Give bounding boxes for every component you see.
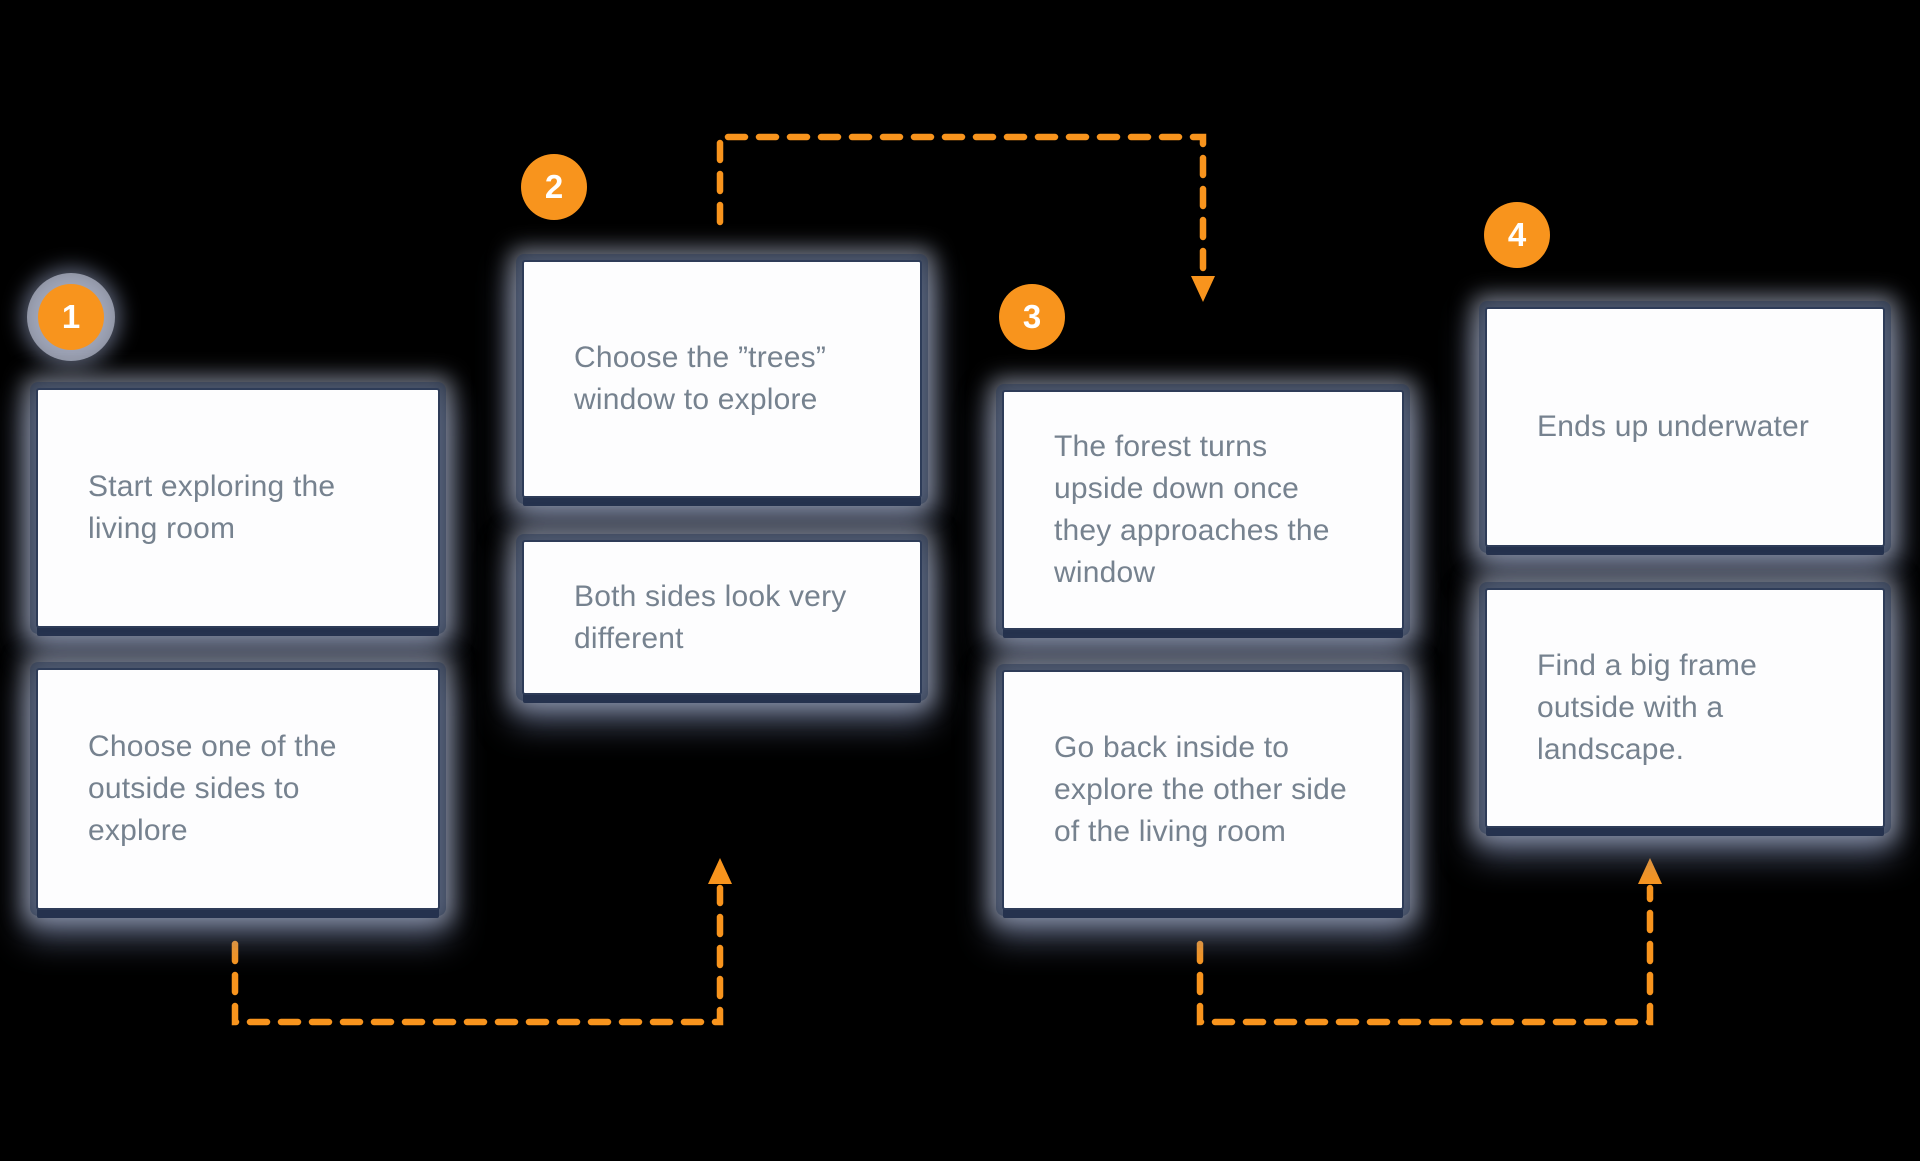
step-3-number: 3 xyxy=(1022,298,1042,335)
step-3-card-1-text: The forest turns upside down once they a… xyxy=(1054,430,1330,589)
step-2-number: 2 xyxy=(544,168,564,205)
step-3-card-2: Go back inside to explore the other side… xyxy=(1002,670,1404,910)
step-4-card-1: Ends up underwater xyxy=(1485,307,1885,547)
step-2-card-1: Choose the ”trees” window to explore xyxy=(522,260,922,498)
step-1-number: 1 xyxy=(61,298,81,335)
step-3-card-1: The forest turns upside down once they a… xyxy=(1002,390,1404,630)
step-2-card-1-text: Choose the ”trees” window to explore xyxy=(574,341,827,416)
step-4-badge: 4 xyxy=(1484,202,1550,268)
step-2-badge: 2 xyxy=(521,154,587,220)
step-4-card-2: Find a big frame outside with a landscap… xyxy=(1485,588,1885,828)
step-2-card-2: Both sides look very different xyxy=(522,540,922,695)
step-3-card-2-text: Go back inside to explore the other side… xyxy=(1054,731,1347,848)
arrow-down-icon xyxy=(1191,276,1215,302)
step-2-card-2-text: Both sides look very different xyxy=(574,579,847,655)
arrow-up-icon xyxy=(1638,858,1662,884)
step-1-card-1: Start exploring the living room xyxy=(36,388,440,628)
step-4-card-1-text: Ends up underwater xyxy=(1537,410,1810,443)
step-4-number: 4 xyxy=(1507,216,1527,253)
step-4-card-2-text: Find a big frame outside with a landscap… xyxy=(1537,649,1757,766)
step-1-card-2-text: Choose one of the outside sides to explo… xyxy=(88,730,337,847)
step-1-badge: 1 xyxy=(38,284,104,350)
step-1-card-2: Choose one of the outside sides to explo… xyxy=(36,668,440,910)
step-1-card-1-text: Start exploring the living room xyxy=(88,470,336,545)
step-3-badge: 3 xyxy=(999,284,1065,350)
connector-step2-to-step3-path xyxy=(716,133,1207,280)
arrow-up-icon xyxy=(708,858,732,884)
